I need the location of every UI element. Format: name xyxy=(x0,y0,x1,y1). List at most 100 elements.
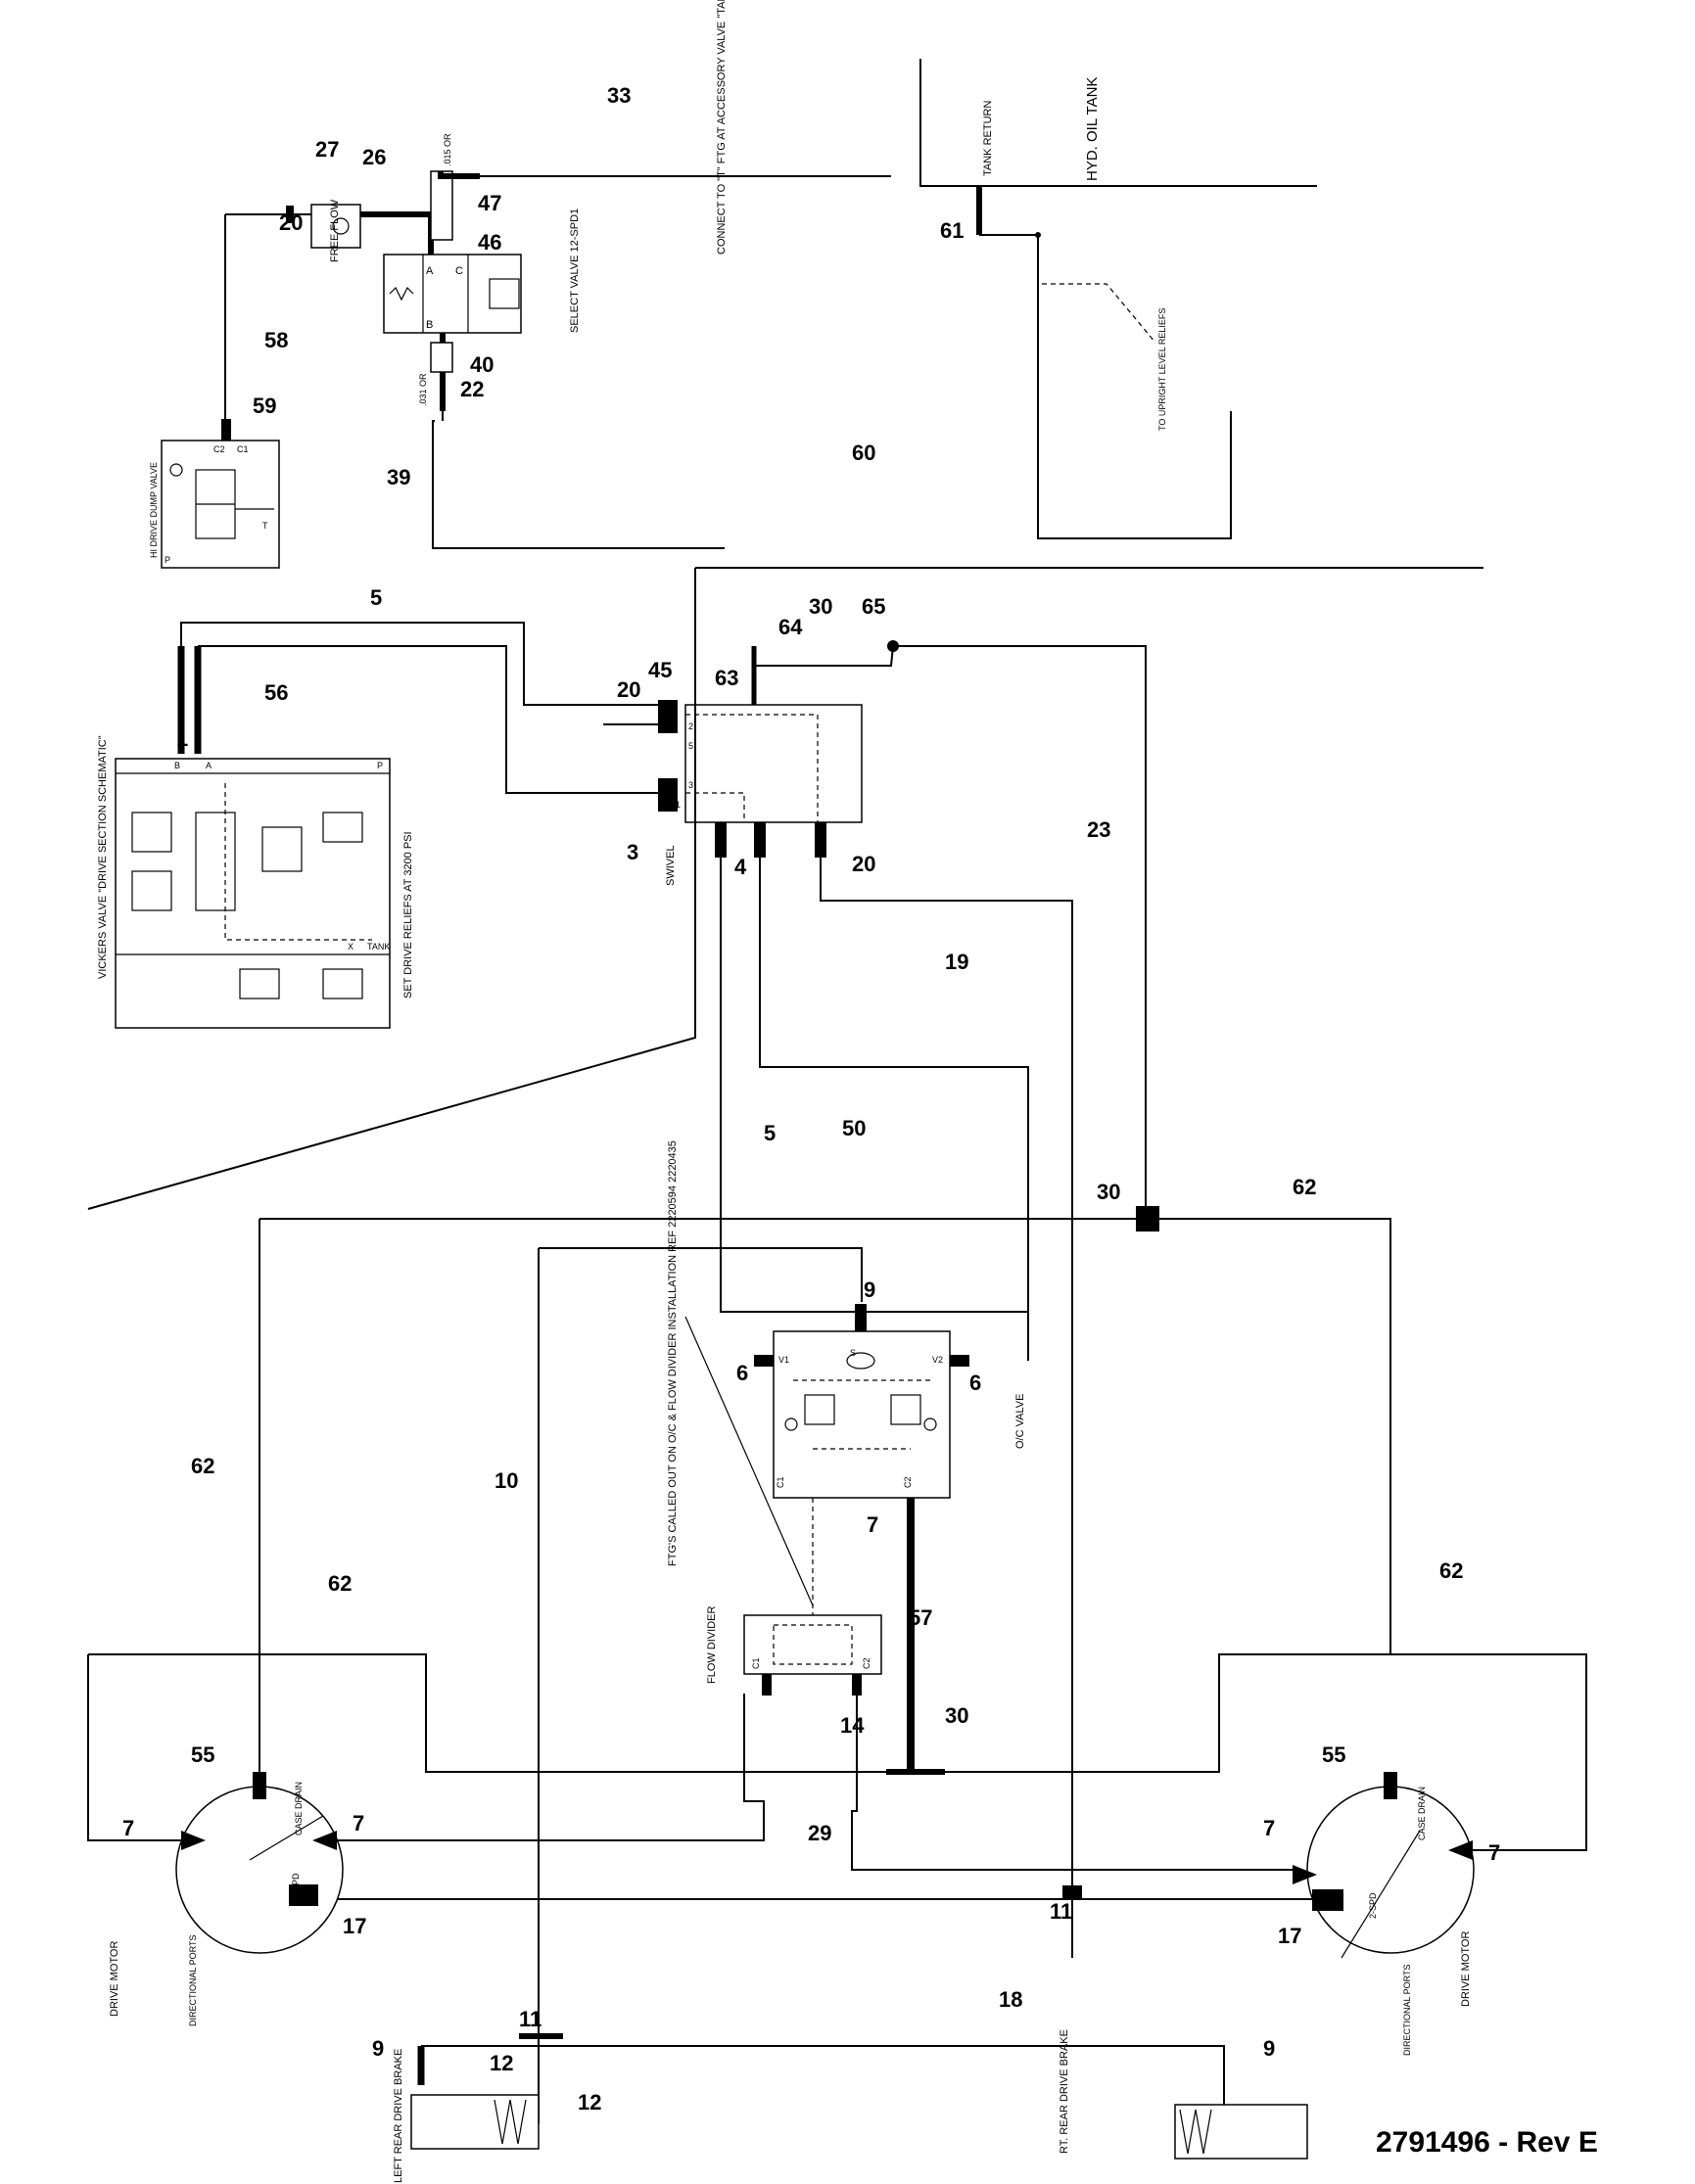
rt-rear-brake-label: RT. REAR DRIVE BRAKE xyxy=(1059,2029,1070,2154)
fitting-20-top xyxy=(286,206,294,223)
callout: 30 xyxy=(945,1703,968,1728)
select-valve-group: FREE FLOW .015 OR .031 OR SELECT VALVE 1… xyxy=(224,0,891,549)
orifice-031 xyxy=(430,342,453,373)
callout: 62 xyxy=(191,1454,214,1478)
callout: 64 xyxy=(778,615,803,639)
callout: 4 xyxy=(734,855,747,879)
callout: 6 xyxy=(736,1361,748,1385)
hi-drive-dump-label: HI DRIVE DUMP VALVE xyxy=(149,462,159,558)
line-62-right-loop xyxy=(88,1653,1587,1851)
callout: 33 xyxy=(607,83,631,108)
port-x-vickers: X xyxy=(348,942,353,952)
directional-ports-right: DIRECTIONAL PORTS xyxy=(1402,1964,1412,2056)
select-valve-label: SELECT VALVE 12-SPD1 xyxy=(569,209,581,333)
callout: 62 xyxy=(1439,1558,1463,1583)
callout: 11 xyxy=(1050,1899,1072,1924)
port-c1-oc: C1 xyxy=(776,1476,785,1488)
callout: 1 xyxy=(176,726,188,751)
hyd-oil-tank-label: HYD. OIL TANK xyxy=(1084,77,1101,181)
callout: 63 xyxy=(715,666,738,690)
flow-divider: C1 C2 FLOW DIVIDER xyxy=(706,1605,882,1696)
line-29-right xyxy=(851,1694,1293,1871)
callout: 58 xyxy=(264,328,288,352)
swivel-port-5: 5 xyxy=(688,741,693,751)
two-spd-left: 2-SPD xyxy=(291,1873,301,1899)
callout: 29 xyxy=(808,1821,831,1845)
orifice-015 xyxy=(430,170,453,241)
port-b-vickers: B xyxy=(174,761,180,770)
callout: 23 xyxy=(1087,817,1110,842)
select-valve xyxy=(383,254,522,334)
flow-divider-label: FLOW DIVIDER xyxy=(706,1605,718,1684)
left-rear-drive-brake: LEFT REAR DRIVE BRAKE xyxy=(393,2049,540,2183)
port-s: S xyxy=(850,1348,856,1358)
swivel: 2 5 3 1 SWIVEL xyxy=(658,700,863,886)
callout: 7 xyxy=(1263,1816,1275,1840)
port-c2-fd: C2 xyxy=(862,1657,871,1669)
document-number: 2791496 - Rev E xyxy=(1376,2126,1598,2159)
line-26 xyxy=(360,211,434,255)
port-c1-fd: C1 xyxy=(751,1657,761,1669)
connect-t-ftg-label: CONNECT TO "T" FTG AT ACCESSORY VALVE "T… xyxy=(716,0,728,255)
port-c2-oc: C2 xyxy=(903,1476,913,1488)
vickers-valve-label: VICKERS VALVE "DRIVE SECTION SCHEMATIC" xyxy=(97,735,109,979)
callout: 65 xyxy=(862,594,885,619)
check-valve-27 xyxy=(310,204,361,249)
port-tank-vickers: TANK xyxy=(367,942,390,952)
line-60 xyxy=(979,234,1232,539)
orifice-031-label: .031 OR xyxy=(418,373,428,406)
line-5-top xyxy=(180,622,658,706)
line-62-top xyxy=(259,1218,1391,1654)
callout: 11 xyxy=(519,2007,541,2031)
callout: 9 xyxy=(1263,2036,1275,2061)
line-12 xyxy=(421,2045,1225,2105)
port-t-dump: T xyxy=(262,521,268,531)
drive-motor-right-label: DRIVE MOTOR xyxy=(1460,1931,1472,2007)
orifice-015-label: .015 OR xyxy=(443,133,452,166)
callout: 46 xyxy=(478,230,501,255)
callout: 9 xyxy=(372,2036,384,2061)
callout: 7 xyxy=(867,1512,878,1537)
swivel-port-2: 2 xyxy=(688,721,693,731)
callout: 62 xyxy=(328,1571,352,1596)
two-spd-right: 2-SPD xyxy=(1368,1892,1378,1919)
line-64-23 xyxy=(754,645,1147,1214)
line-19 xyxy=(820,858,1073,1958)
callout: 5 xyxy=(370,585,382,610)
port-c1-dump: C1 xyxy=(237,444,249,454)
callout: 22 xyxy=(460,377,484,401)
callout: 7 xyxy=(1488,1840,1500,1865)
line-10-top xyxy=(539,1247,863,1302)
left-rear-brake-label: LEFT REAR DRIVE BRAKE xyxy=(393,2049,404,2183)
callout: 26 xyxy=(362,145,386,169)
callout: 9 xyxy=(864,1278,875,1302)
callout: 17 xyxy=(1278,1924,1301,1948)
hi-drive-dump-valve: HI DRIVE DUMP VALVE C2 C1 P T xyxy=(149,419,280,569)
callouts: 1 3 4 5 5 6 6 7 7 7 7 7 9 9 9 10 11 11 1… xyxy=(122,83,1500,2114)
callout: 19 xyxy=(945,950,968,974)
callout: 18 xyxy=(999,1987,1022,2012)
callout: 20 xyxy=(279,210,303,235)
callout: 30 xyxy=(809,594,832,619)
callout: 7 xyxy=(122,1816,134,1840)
oc-valve-label: O/C VALVE xyxy=(1014,1394,1026,1449)
case-drain-right: CASE DRAIN xyxy=(1417,1787,1427,1840)
callout: 10 xyxy=(494,1468,518,1493)
rt-rear-drive-brake: RT. REAR DRIVE BRAKE xyxy=(1059,2029,1308,2160)
line-39 xyxy=(432,411,725,549)
port-c-select: C xyxy=(455,265,463,277)
callout: 6 xyxy=(969,1371,981,1395)
case-drain-left: CASE DRAIN xyxy=(294,1782,304,1835)
callout: 14 xyxy=(840,1713,865,1738)
callout: 59 xyxy=(253,394,276,418)
port-b-select: B xyxy=(426,319,433,331)
line-56 xyxy=(198,645,658,794)
callout: 61 xyxy=(940,218,964,243)
callout: 56 xyxy=(264,680,288,705)
callout: 50 xyxy=(842,1116,866,1140)
callout: 55 xyxy=(191,1743,214,1767)
swivel-label: SWIVEL xyxy=(665,845,677,886)
callout: 55 xyxy=(1322,1743,1345,1767)
ftgs-called-out-label: FTG'S CALLED OUT ON O/C & FLOW DIVIDER I… xyxy=(667,1140,679,1566)
